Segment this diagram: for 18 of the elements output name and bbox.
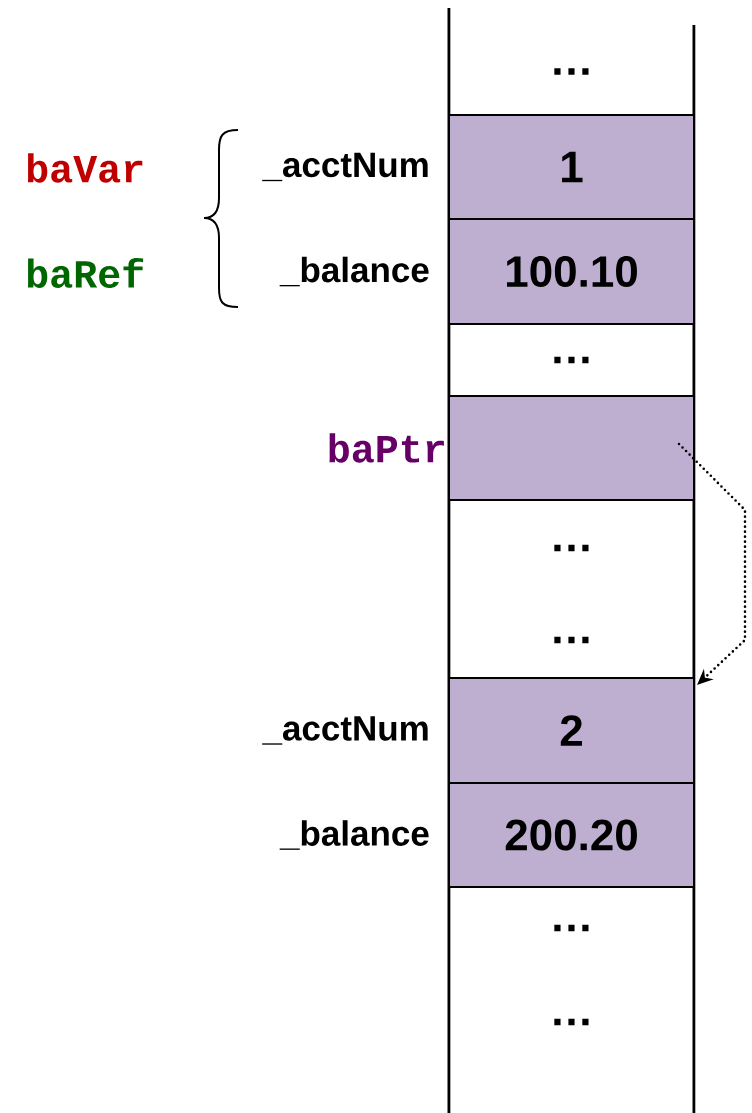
field-name: _balance: [279, 820, 429, 850]
memory-cell: 1: [448, 114, 695, 220]
pointer-arrow: [677, 442, 747, 685]
field-name: _acctNum: [262, 716, 428, 745]
field-name: _balance: [279, 256, 429, 287]
variable-name: baVar: [27, 153, 143, 183]
ellipsis: …: [554, 1018, 589, 1026]
memory-cell: 2: [448, 677, 695, 784]
ellipsis: …: [554, 544, 589, 552]
memory-cell: 100.10: [448, 218, 695, 325]
ellipsis: …: [554, 636, 589, 644]
variable-name: baPtr: [329, 433, 444, 463]
variable-name: baRef: [27, 258, 144, 288]
memory-gap: …: [554, 356, 589, 364]
memory-cell: 200.20: [448, 782, 695, 888]
field-name: _acctNum: [262, 152, 428, 182]
memory-gap: …: [554, 68, 589, 75]
ellipsis: …: [554, 924, 589, 932]
